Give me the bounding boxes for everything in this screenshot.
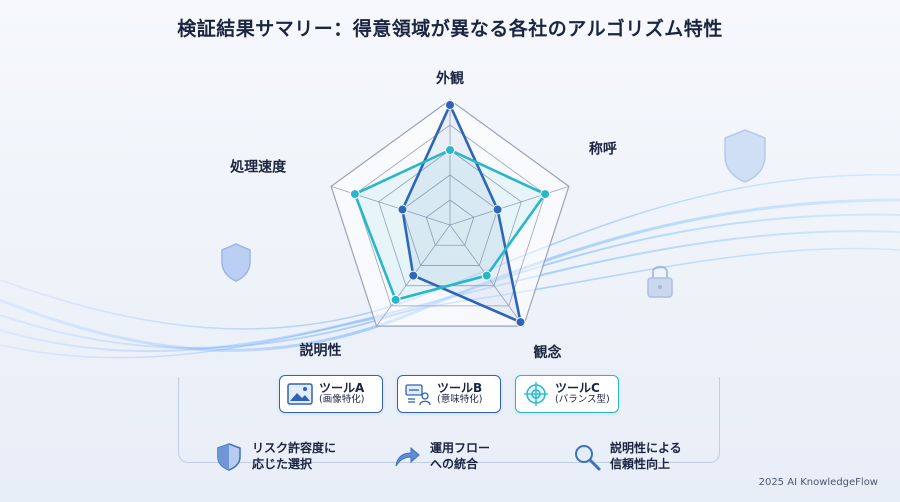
legend-name: ツールB <box>437 380 483 395</box>
target-icon <box>524 382 548 406</box>
data-point <box>397 204 408 215</box>
data-point <box>445 145 455 155</box>
feature-risk: リスク許容度に 応じた選択 <box>214 441 362 472</box>
legend-subtitle: (意味特化) <box>437 394 483 406</box>
feature-line: 応じた選択 <box>252 456 313 471</box>
axis-label: 称呼 <box>589 140 617 157</box>
legend: ツールA (画像特化) ツールB (意味特化) ツールC (バランス型) <box>279 375 619 413</box>
legend-subtitle: (バランス型) <box>555 394 610 406</box>
shield-icon <box>217 442 241 471</box>
radar-grid-ring <box>425 199 475 246</box>
feature-explainability: 説明性による 信頼性向上 <box>572 441 720 472</box>
radar-grid-ring <box>401 174 499 266</box>
legend-item-tool-a: ツールA (画像特化) <box>279 375 383 413</box>
arrow-icon <box>395 446 420 466</box>
data-point <box>390 294 401 305</box>
bracket-line <box>178 377 720 463</box>
data-point <box>540 189 551 200</box>
page-title: 検証結果サマリー：得意領域が異なる各社のアルゴリズム特性 <box>177 18 723 40</box>
legend-item-tool-b: ツールB (意味特化) <box>397 375 501 413</box>
axis-label: 説明性 <box>300 342 342 359</box>
feature-line: 説明性による <box>610 441 682 455</box>
feature-line: リスク許容度に <box>252 441 337 455</box>
feature-line: への統合 <box>430 456 479 471</box>
lock-icon <box>647 265 673 298</box>
data-point <box>408 270 419 281</box>
feature-workflow: 運用フロー への統合 <box>392 441 540 472</box>
data-point <box>515 317 526 328</box>
axis-label: 観念 <box>533 344 562 361</box>
legend-name: ツールA <box>319 380 365 395</box>
copyright: 2025 AI KnowledgeFlow <box>758 477 878 488</box>
feature-line: 運用フロー <box>430 441 491 455</box>
axis-label: 外観 <box>436 70 464 87</box>
shield-icon <box>724 129 766 183</box>
axis-label: 処理速度 <box>229 158 287 175</box>
legend-subtitle: (画像特化) <box>319 394 365 406</box>
series-line-tool-c <box>353 148 547 302</box>
magnifier-icon <box>575 444 601 471</box>
legend-name: ツールC <box>555 380 600 395</box>
data-point <box>349 189 360 200</box>
radar-grid-ring <box>354 124 546 307</box>
data-point <box>445 100 455 110</box>
legend-item-tool-c: ツールC (バランス型) <box>515 375 619 413</box>
feature-line: 信頼性向上 <box>610 456 671 471</box>
data-point <box>481 270 492 281</box>
image-icon <box>287 383 313 405</box>
text-profile-icon <box>405 384 431 406</box>
data-point <box>492 204 503 215</box>
shield-icon <box>221 243 251 282</box>
radar-grid-ring <box>330 99 570 327</box>
